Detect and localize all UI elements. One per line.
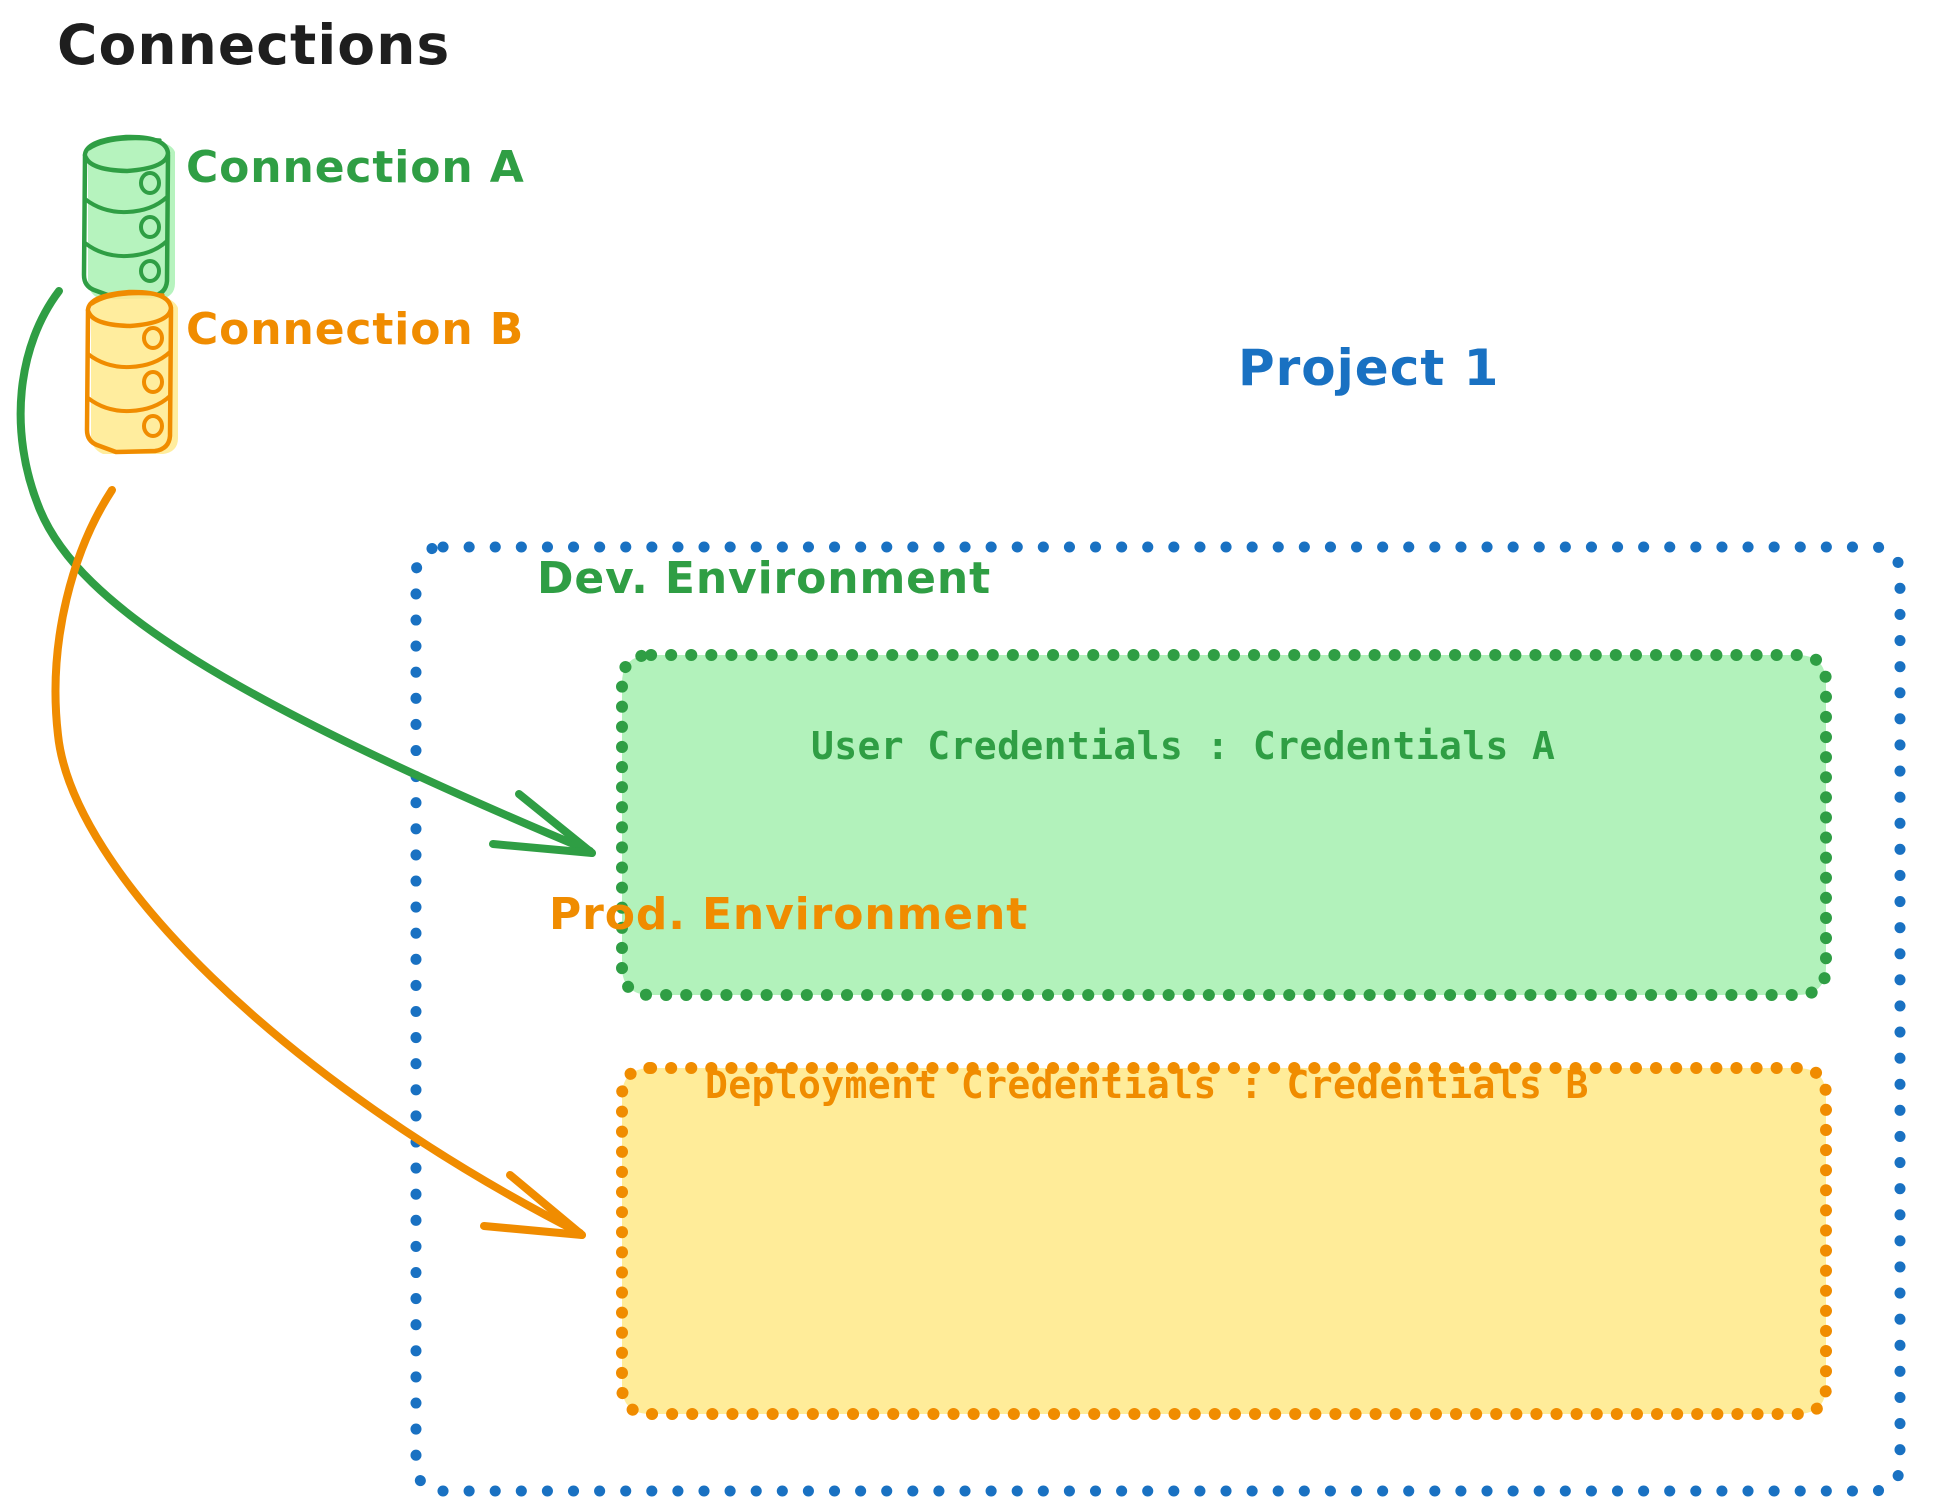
dev-environment-container[interactable]: [620, 653, 1828, 998]
connection-a-database-icon[interactable]: [70, 130, 200, 290]
prod-environment-credentials: Deployment Credentials : Credentials B: [705, 1063, 1589, 1107]
dev-environment-title: Dev. Environment: [537, 553, 992, 604]
prod-environment-container[interactable]: [620, 1065, 1828, 1417]
project-title: Project 1: [1238, 339, 1500, 397]
connection-a-label[interactable]: Connection A: [186, 142, 525, 193]
connection-b-label[interactable]: Connection B: [186, 304, 525, 355]
dev-environment-credentials: User Credentials : Credentials A: [811, 724, 1556, 768]
connections-heading: Connections: [57, 13, 451, 77]
connection-b-database-icon[interactable]: [70, 285, 200, 445]
prod-environment-title: Prod. Environment: [549, 889, 1029, 940]
